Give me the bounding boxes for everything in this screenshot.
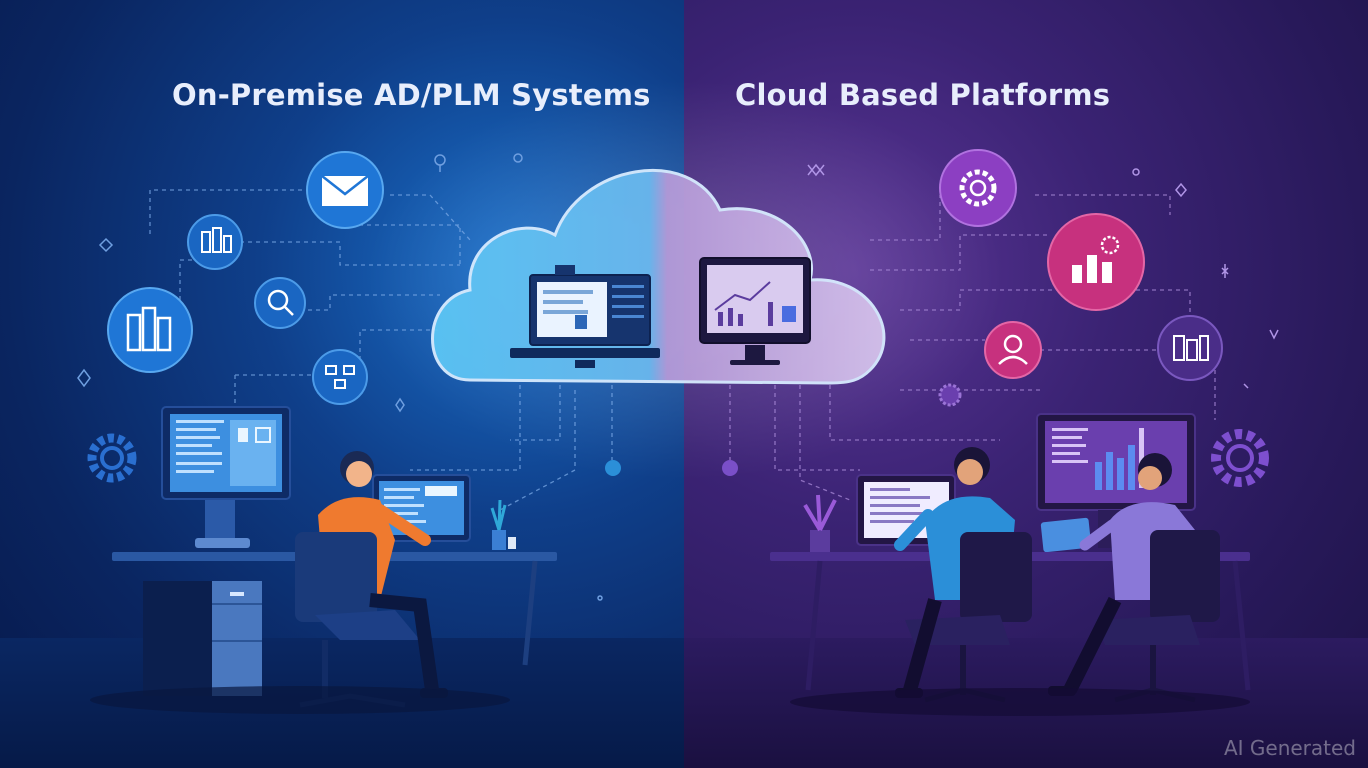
gear-icon <box>1211 429 1269 487</box>
document-search-icon <box>254 277 306 329</box>
cloud-platforms-title: Cloud Based Platforms <box>735 78 1111 112</box>
left-workspace <box>90 406 557 714</box>
settings-gear-icon <box>939 149 1017 227</box>
left-connectors <box>149 175 613 511</box>
decor-sparkles <box>77 153 603 601</box>
dashboard-icon <box>1157 315 1223 381</box>
cloud-icon <box>431 168 886 385</box>
gear-icon <box>87 433 137 483</box>
user-profile-icon <box>984 321 1042 379</box>
ai-generated-watermark: AI Generated <box>1223 736 1356 760</box>
building-icon <box>187 214 243 270</box>
database-icon <box>107 287 193 373</box>
mail-icon <box>306 151 384 229</box>
right-workspace <box>770 413 1251 716</box>
network-icon <box>312 349 368 405</box>
on-premise-title: On-Premise AD/PLM Systems <box>172 78 651 112</box>
right-connectors <box>729 194 1216 501</box>
bar-chart-icon <box>1047 213 1145 311</box>
